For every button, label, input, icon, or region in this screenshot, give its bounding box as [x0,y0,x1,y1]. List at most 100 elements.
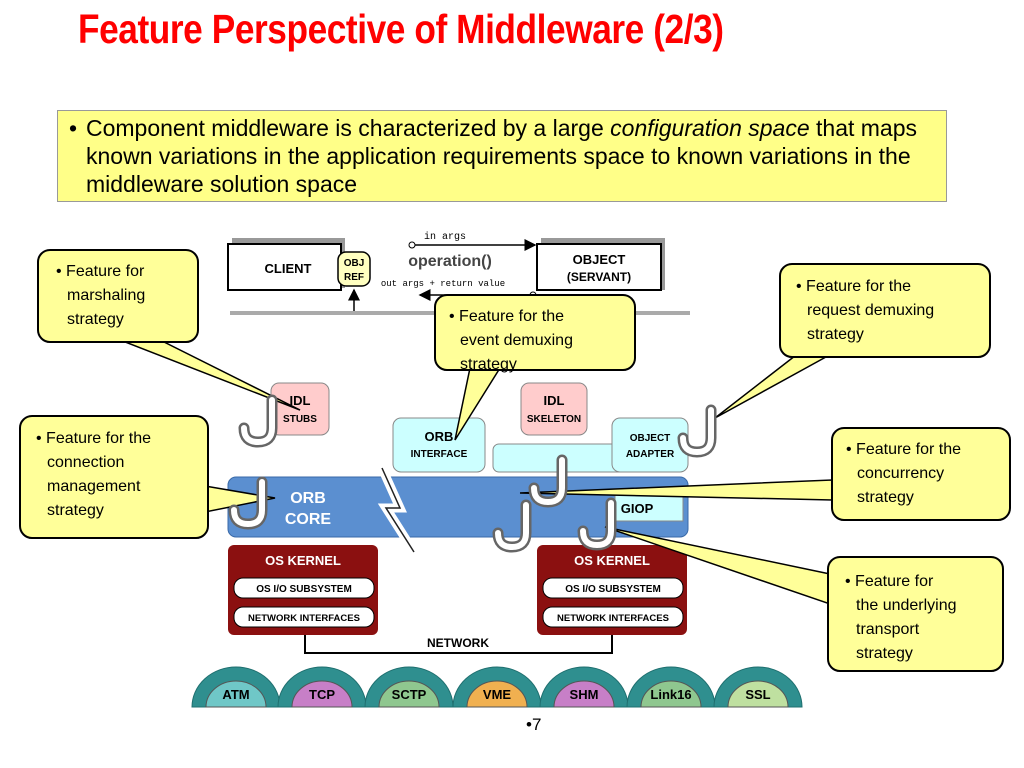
obj-ref-line1: OBJ [344,258,365,269]
hook-icon [577,497,617,551]
kernel-left-net-label: NETWORK INTERFACES [248,613,360,624]
summary-bullet: • [69,115,78,141]
idl-stubs-box [270,382,330,436]
orb-interface-line1: ORB [425,429,454,444]
out-args-label: out args + return value [381,279,505,289]
object-box [536,243,662,291]
callout-line: strategy [47,502,104,519]
kernel-right-label: OS KERNEL [574,553,650,568]
os-kernel-left: OS KERNEL OS I/O SUBSYSTEM NETWORK INTER… [228,545,378,635]
idl-stubs-line1: IDL [290,393,311,408]
network-link [304,635,613,654]
transport-label: Link16 [650,687,691,702]
summary-box: • Component middleware is characterized … [57,110,947,202]
idl-skeleton-line1: IDL [544,393,565,408]
transport-label: SHM [570,687,599,702]
obj-ref-line2: REF [344,272,364,283]
hook-icon [228,476,268,530]
transport-arch-inner [291,680,353,708]
transport-label: SSL [745,687,770,702]
callout-line: • Feature for the [36,430,151,447]
callout-line: concurrency [857,465,944,482]
callout-box [37,249,199,343]
hook-icon [238,394,278,448]
transport-shm: SHM [539,666,629,708]
orb-interface-line2: INTERFACE [411,449,468,460]
client-box [227,243,342,291]
object-adapter-line1: OBJECT [630,433,671,444]
transport-label: ATM [222,687,249,702]
transport-label: VME [483,687,512,702]
callout-box [19,415,209,539]
transport-arch-inner [553,680,615,708]
kernel-left-label: OS KERNEL [265,553,341,568]
network-label: NETWORK [427,636,489,650]
orb-interface-box [392,417,486,473]
kernel-left-net [233,606,375,628]
kernel-right-net-label: NETWORK INTERFACES [557,613,669,624]
transport-arch-inner [205,680,267,708]
callout-line: strategy [807,326,864,343]
pointer-request-demux [714,351,836,419]
callout-line: • Feature for the [796,278,911,295]
kernel-left-io [233,577,375,599]
transport-arch-inner [727,680,789,708]
object-label: OBJECT [573,252,626,267]
kernel-left-io-label: OS I/O SUBSYSTEM [256,584,352,595]
idl-stubs-line2: STUBS [283,414,317,425]
callout-line: the underlying [856,597,957,614]
callout-line: strategy [857,489,914,506]
page-number: •7 [526,715,542,734]
callout-pointers [119,339,836,606]
callout-line: • Feature for the [846,441,961,458]
in-args-dot [408,241,416,249]
transport-vme: VME [452,666,542,708]
transport-tcp: TCP [277,666,367,708]
kernel-right-net [542,606,684,628]
transport-ssl: SSL [713,666,803,708]
callout-line: connection [47,454,124,471]
giop-label: GIOP [621,501,654,516]
operation-label: operation() [408,253,492,270]
idl-skeleton-line2: SKELETON [527,414,581,425]
idl-skeleton-box [520,382,588,436]
transport-arch-inner [640,680,702,708]
transport-arch-inner [466,680,528,708]
summary-text-after: that maps known variations in the applic… [86,115,918,197]
kernel-right-io [542,577,684,599]
obj-ref-box [337,251,371,287]
summary-emphasis: configuration space [610,115,810,141]
transport-arch-inner [378,680,440,708]
os-kernel-right: OS KERNEL OS I/O SUBSYSTEM NETWORK INTER… [537,545,687,635]
callout-box [434,294,636,371]
callout-line: • Feature for [56,263,145,280]
orb-core-line1: ORB [290,490,326,507]
transport-atm: ATM [191,666,281,708]
callout-line: management [47,478,141,495]
callout-concurrency: • Feature for the concurrency strategy [831,427,1011,521]
callout-connection: • Feature for the connection management str… [19,415,209,539]
summary-text-before: Component middleware is characterized by… [86,115,611,141]
callout-box [779,263,991,358]
callout-line: • Feature for the [449,308,564,325]
callout-box [827,556,1004,672]
hook-icon [677,404,717,458]
kernel-right-io-label: OS I/O SUBSYSTEM [565,584,661,595]
callout-line: • Feature for [845,573,934,590]
object-adapter-line2: ADAPTER [626,449,675,460]
servant-label: (SERVANT) [567,270,631,284]
callout-line: transport [856,621,920,638]
hook-icons [228,394,717,553]
callout-box [831,427,1011,521]
in-args-label: in args [424,231,466,243]
transport-label: TCP [309,687,335,702]
orb-core-break [381,467,415,553]
orb-core-line2: CORE [285,511,332,528]
callout-line: event demuxing [460,332,573,349]
